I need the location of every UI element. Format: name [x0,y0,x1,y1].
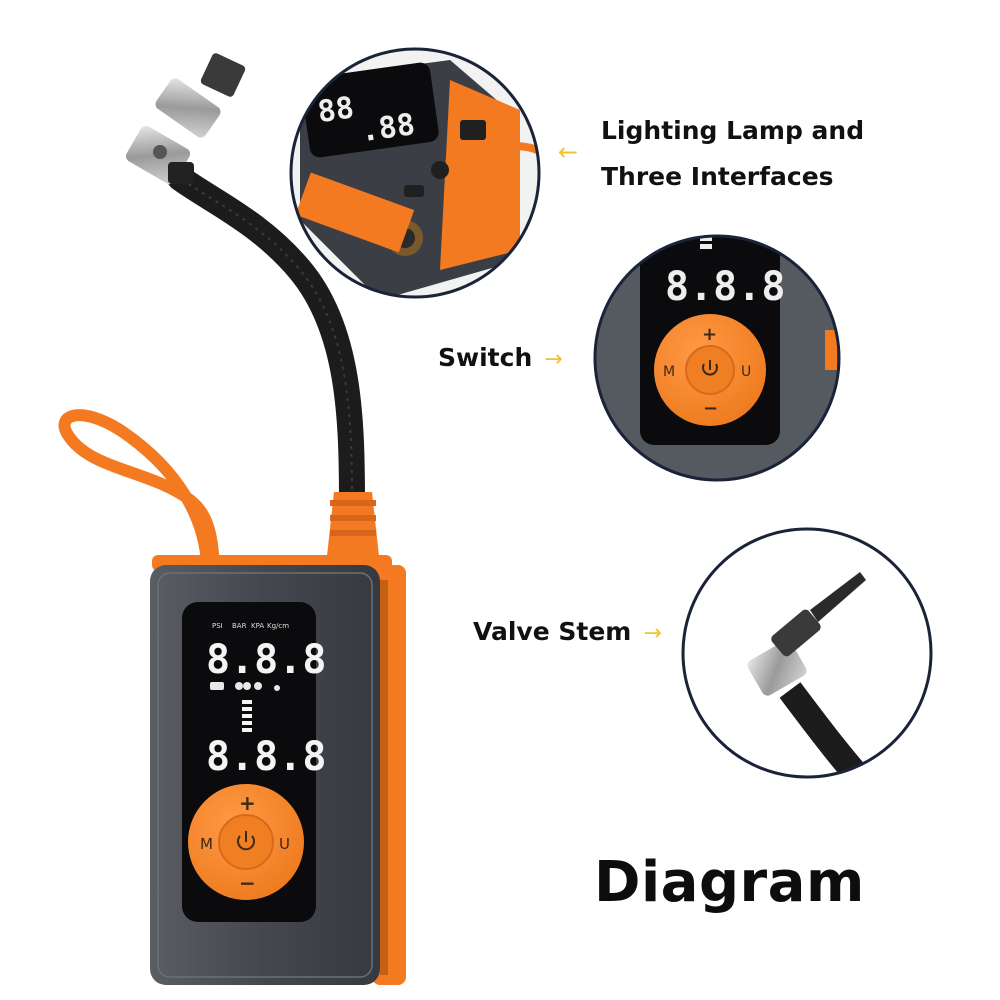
mode-button[interactable]: M [200,835,213,853]
valve-arrow-icon: → [643,621,662,646]
display-top-digits: 8.8.8 [206,637,326,683]
hose-connector [326,492,380,565]
power-icon[interactable] [237,831,255,851]
svg-text:88: 88 [315,90,356,130]
display-bottom-digits: 8.8.8 [206,734,326,780]
lamp-arrow-icon: ← [558,138,579,166]
minus-button[interactable]: − [239,871,256,895]
page-title: Diagram [594,850,865,915]
detail-circle-valve [681,527,933,779]
inflator-device: PSI BAR KPA Kg/cm 8.8.8 8.8.8 + − M [150,555,406,985]
air-hose-texture [179,177,353,506]
control-pad[interactable]: + − M U [188,784,304,900]
unit-bar: BAR [232,622,247,630]
callout-switch-text: Switch [438,343,533,372]
detail-circle-interfaces: 88 .88 [289,47,541,299]
svg-text:−: − [703,398,718,419]
unit-psi: PSI [212,622,223,630]
unit-button[interactable]: U [279,835,290,853]
detail-circle-switch: 8.8.8 + − M U [593,234,841,482]
vehicle-mode-icons [210,682,280,691]
plus-button[interactable]: + [239,791,256,815]
callout-lighting-lamp: Lighting Lamp and Three Interfaces [601,108,864,200]
svg-text:+: + [702,324,717,345]
svg-text:U: U [741,364,751,380]
svg-text:8.8.8: 8.8.8 [665,264,785,310]
callout-valve-stem: Valve Stem → [473,615,662,651]
switch-arrow-icon: → [544,347,563,372]
svg-text:M: M [663,364,675,380]
valve-chuck [125,53,246,185]
lanyard-strap [58,409,220,571]
svg-text:.88: .88 [359,107,418,149]
pressure-level-bars [242,700,252,732]
unit-kpa: KPA [251,622,264,630]
callout-valve-text: Valve Stem [473,617,632,646]
unit-kgcm: Kg/cm [267,622,289,630]
callout-lamp-line2: Three Interfaces [601,162,834,191]
callout-switch: Switch → [438,341,563,377]
callout-lamp-line1: Lighting Lamp and [601,116,865,145]
